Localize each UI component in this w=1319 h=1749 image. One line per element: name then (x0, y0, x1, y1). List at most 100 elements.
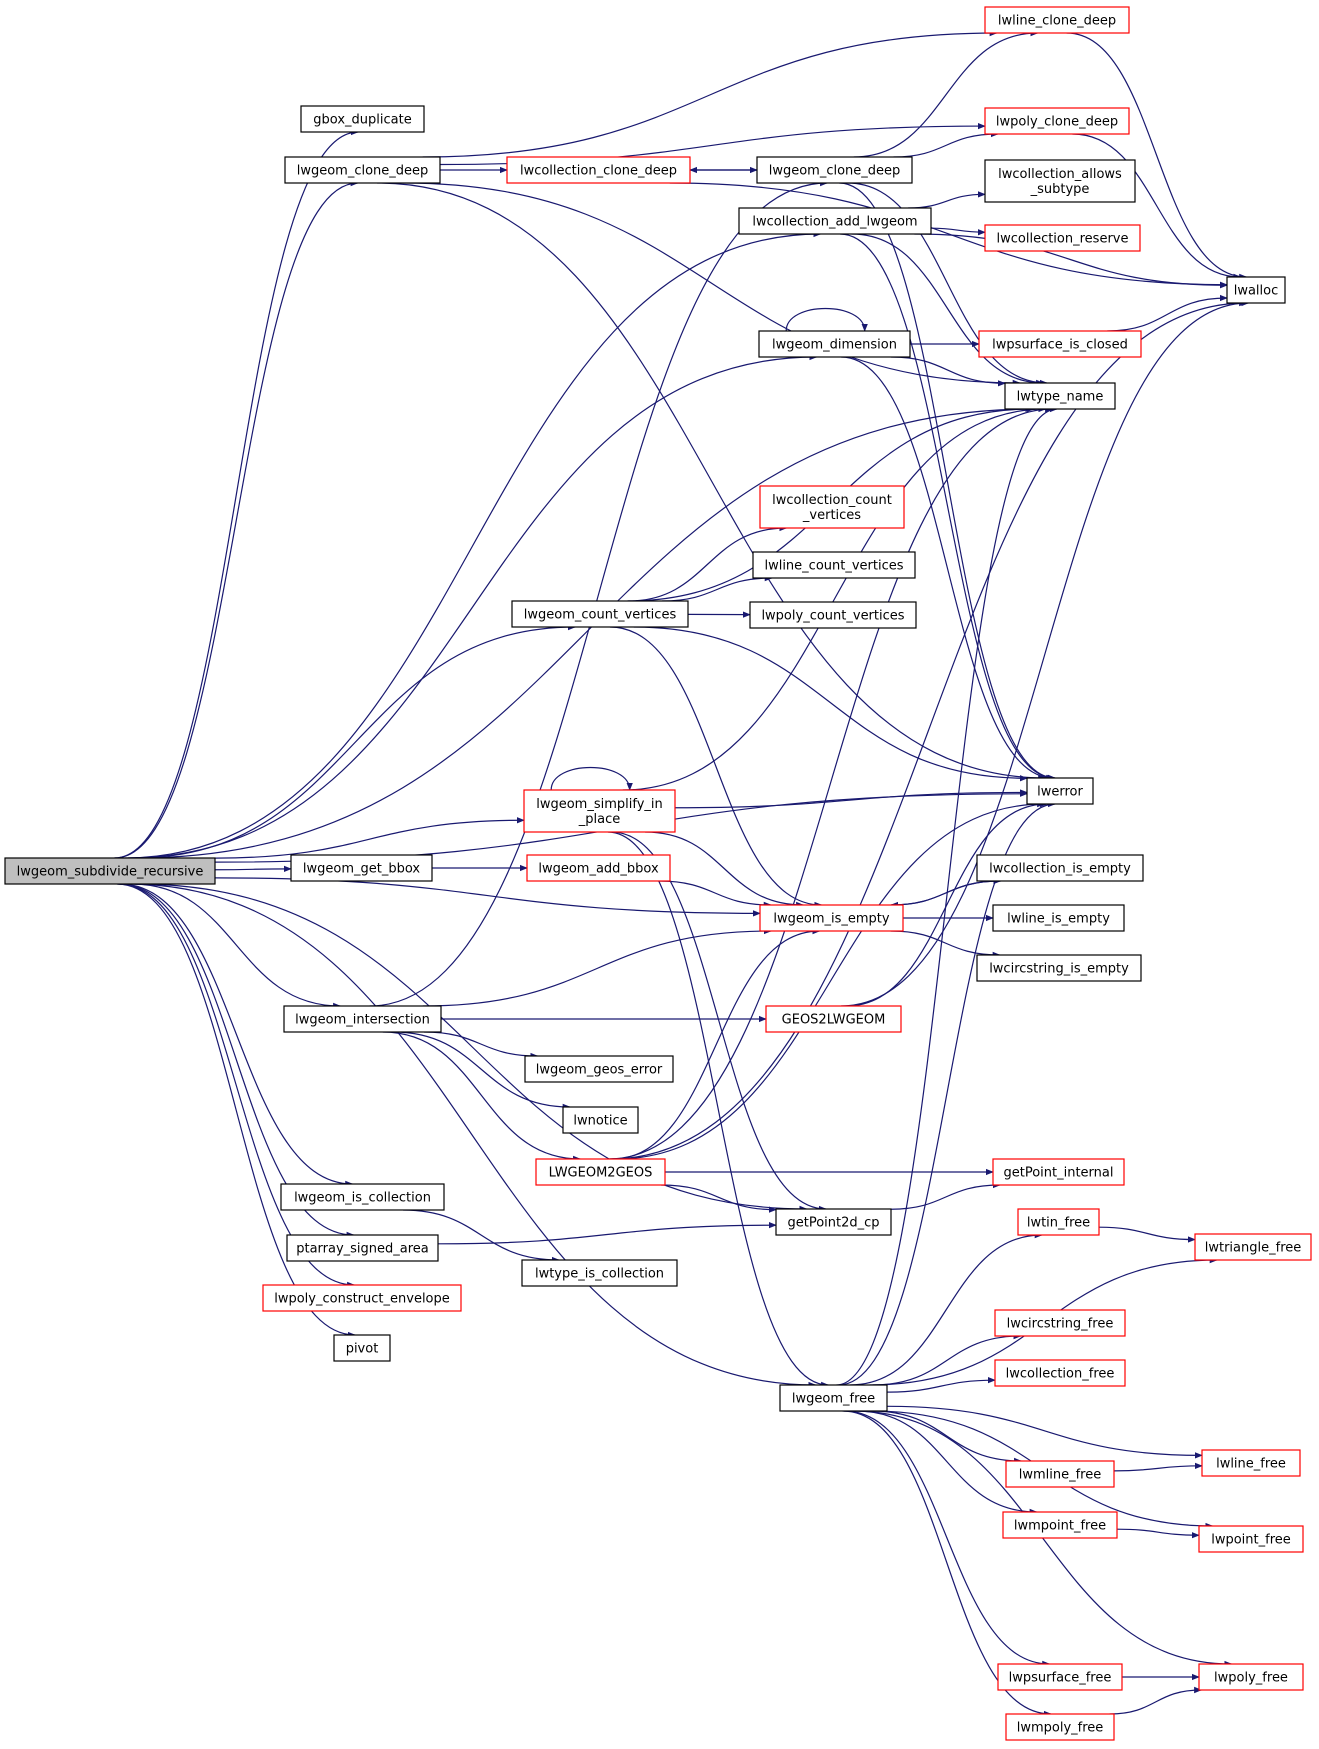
node-lwmpoint_free[interactable]: lwmpoint_free (1002, 1511, 1118, 1539)
node-lwline_is_empty[interactable]: lwline_is_empty (992, 904, 1125, 932)
node-lwnotice[interactable]: lwnotice (562, 1106, 639, 1134)
node-lwgeom_intersection[interactable]: lwgeom_intersection (283, 1005, 442, 1033)
node-lwcollection_count_vertices[interactable]: lwcollection_count_vertices (759, 485, 905, 529)
node-box-lwmpoint_free[interactable] (1002, 1511, 1118, 1539)
node-lwgeom_clone_deep2[interactable]: lwgeom_clone_deep (756, 156, 913, 184)
node-box-lwgeom_get_bbox[interactable] (290, 854, 433, 882)
node-box-lwalloc[interactable] (1226, 276, 1286, 304)
node-box-lwline_clone_deep[interactable] (984, 6, 1130, 34)
node-box-lwgeom_is_collection[interactable] (280, 1183, 445, 1211)
node-lwgeom_is_collection[interactable]: lwgeom_is_collection (280, 1183, 445, 1211)
node-lwtriangle_free[interactable]: lwtriangle_free (1194, 1233, 1312, 1261)
node-box-lwpoly_count_vertices[interactable] (749, 601, 917, 629)
node-box-lwtype_name[interactable] (1004, 382, 1116, 410)
node-LWGEOM2GEOS[interactable]: LWGEOM2GEOS (535, 1158, 666, 1186)
node-lwline_clone_deep[interactable]: lwline_clone_deep (984, 6, 1130, 34)
node-box-lwcollection_add_lwgeom[interactable] (738, 207, 932, 235)
node-box-root[interactable] (4, 857, 216, 885)
node-box-lwcircstring_free[interactable] (994, 1309, 1126, 1337)
node-box-lwpoly_free[interactable] (1198, 1663, 1304, 1691)
node-root[interactable]: lwgeom_subdivide_recursive (4, 857, 216, 885)
node-box-lwpoly_construct_envelope[interactable] (262, 1284, 462, 1312)
node-lwcollection_is_empty[interactable]: lwcollection_is_empty (976, 854, 1144, 882)
node-box-lwcollection_clone_deep[interactable] (506, 156, 691, 184)
node-box-lwnotice[interactable] (562, 1106, 639, 1134)
node-lwline_free[interactable]: lwline_free (1201, 1449, 1301, 1477)
node-box-lwcollection_is_empty[interactable] (976, 854, 1144, 882)
node-lwmpoly_free[interactable]: lwmpoly_free (1005, 1713, 1115, 1741)
node-lwalloc[interactable]: lwalloc (1226, 276, 1286, 304)
node-box-ptarray_signed_area[interactable] (286, 1234, 439, 1262)
node-box-lwtriangle_free[interactable] (1194, 1233, 1312, 1261)
node-box-lwpoint_free[interactable] (1198, 1525, 1304, 1553)
node-box-lwcollection_allows_subtype[interactable] (984, 159, 1136, 203)
node-box-lwline_is_empty[interactable] (992, 904, 1125, 932)
node-box-lwgeom_clone_deep2[interactable] (756, 156, 913, 184)
node-box-lwgeom_count_vertices[interactable] (511, 600, 689, 628)
node-lwgeom_dimension[interactable]: lwgeom_dimension (758, 330, 911, 358)
node-lwtype_is_collection[interactable]: lwtype_is_collection (521, 1259, 678, 1287)
node-lwerror[interactable]: lwerror (1026, 777, 1094, 805)
node-box-GEOS2LWGEOM[interactable] (765, 1005, 902, 1033)
node-box-lwline_count_vertices[interactable] (752, 551, 916, 579)
node-getPoint2d_cp[interactable]: getPoint2d_cp (775, 1208, 892, 1236)
node-lwpoly_count_vertices[interactable]: lwpoly_count_vertices (749, 601, 917, 629)
node-lwline_count_vertices[interactable]: lwline_count_vertices (752, 551, 916, 579)
node-box-lwgeom_add_bbox[interactable] (526, 854, 671, 882)
node-lwgeom_is_empty[interactable]: lwgeom_is_empty (759, 904, 904, 932)
node-lwgeom_free[interactable]: lwgeom_free (779, 1384, 888, 1412)
node-lwpoint_free[interactable]: lwpoint_free (1198, 1525, 1304, 1553)
node-lwcollection_reserve[interactable]: lwcollection_reserve (984, 224, 1141, 252)
node-lwcollection_free[interactable]: lwcollection_free (994, 1359, 1126, 1387)
node-lwgeom_clone_deep[interactable]: lwgeom_clone_deep (284, 156, 441, 184)
node-box-lwpoly_clone_deep[interactable] (984, 107, 1130, 135)
node-box-lwgeom_free[interactable] (779, 1384, 888, 1412)
node-box-lwmline_free[interactable] (1005, 1460, 1115, 1488)
node-box-lwline_free[interactable] (1201, 1449, 1301, 1477)
node-box-lwgeom_dimension[interactable] (758, 330, 911, 358)
node-lwpoly_clone_deep[interactable]: lwpoly_clone_deep (984, 107, 1130, 135)
node-box-lwpsurface_is_closed[interactable] (978, 330, 1142, 358)
node-gbox_duplicate[interactable]: gbox_duplicate (300, 105, 425, 133)
node-box-lwtype_is_collection[interactable] (521, 1259, 678, 1287)
node-box-lwgeom_geos_error[interactable] (524, 1055, 674, 1083)
node-box-lwmpoly_free[interactable] (1005, 1713, 1115, 1741)
node-lwgeom_get_bbox[interactable]: lwgeom_get_bbox (290, 854, 433, 882)
node-box-lwcollection_free[interactable] (994, 1359, 1126, 1387)
node-box-pivot[interactable] (333, 1334, 391, 1362)
node-lwcollection_allows_subtype[interactable]: lwcollection_allows_subtype (984, 159, 1136, 203)
node-lwgeom_geos_error[interactable]: lwgeom_geos_error (524, 1055, 674, 1083)
node-lwmline_free[interactable]: lwmline_free (1005, 1460, 1115, 1488)
node-lwgeom_simplify_in_place[interactable]: lwgeom_simplify_in_place (523, 789, 676, 833)
node-box-lwgeom_intersection[interactable] (283, 1005, 442, 1033)
node-box-lwcollection_reserve[interactable] (984, 224, 1141, 252)
node-getPoint_internal[interactable]: getPoint_internal (992, 1158, 1125, 1186)
node-lwpsurface_is_closed[interactable]: lwpsurface_is_closed (978, 330, 1142, 358)
node-box-lwgeom_is_empty[interactable] (759, 904, 904, 932)
node-box-lwpsurface_free[interactable] (997, 1663, 1123, 1691)
node-box-LWGEOM2GEOS[interactable] (535, 1158, 666, 1186)
node-lwgeom_add_bbox[interactable]: lwgeom_add_bbox (526, 854, 671, 882)
node-box-lwgeom_clone_deep[interactable] (284, 156, 441, 184)
node-lwcircstring_is_empty[interactable]: lwcircstring_is_empty (976, 954, 1142, 982)
node-box-getPoint2d_cp[interactable] (775, 1208, 892, 1236)
node-box-lwcollection_count_vertices[interactable] (759, 485, 905, 529)
node-lwpoly_free[interactable]: lwpoly_free (1198, 1663, 1304, 1691)
node-lwgeom_count_vertices[interactable]: lwgeom_count_vertices (511, 600, 689, 628)
node-lwcircstring_free[interactable]: lwcircstring_free (994, 1309, 1126, 1337)
node-lwpoly_construct_envelope[interactable]: lwpoly_construct_envelope (262, 1284, 462, 1312)
node-box-gbox_duplicate[interactable] (300, 105, 425, 133)
node-pivot[interactable]: pivot (333, 1334, 391, 1362)
node-box-lwgeom_simplify_in_place[interactable] (523, 789, 676, 833)
node-lwtin_free[interactable]: lwtin_free (1017, 1208, 1100, 1236)
node-lwpsurface_free[interactable]: lwpsurface_free (997, 1663, 1123, 1691)
node-lwtype_name[interactable]: lwtype_name (1004, 382, 1116, 410)
node-lwcollection_add_lwgeom[interactable]: lwcollection_add_lwgeom (738, 207, 932, 235)
node-GEOS2LWGEOM[interactable]: GEOS2LWGEOM (765, 1005, 902, 1033)
node-box-getPoint_internal[interactable] (992, 1158, 1125, 1186)
node-lwcollection_clone_deep[interactable]: lwcollection_clone_deep (506, 156, 691, 184)
node-box-lwcircstring_is_empty[interactable] (976, 954, 1142, 982)
node-box-lwtin_free[interactable] (1017, 1208, 1100, 1236)
node-ptarray_signed_area[interactable]: ptarray_signed_area (286, 1234, 439, 1262)
node-box-lwerror[interactable] (1026, 777, 1094, 805)
